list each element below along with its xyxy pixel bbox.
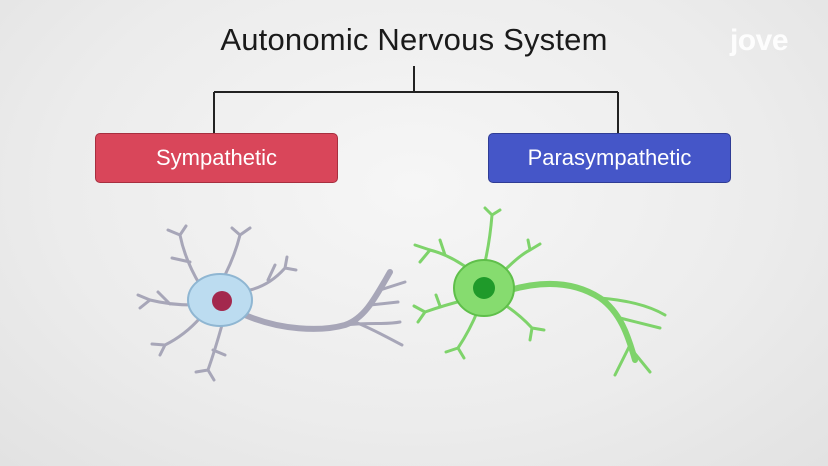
diagram-title: Autonomic Nervous System — [220, 22, 608, 57]
sympathetic-label: Sympathetic — [155, 145, 278, 170]
sympathetic-axon — [242, 269, 407, 347]
parasympathetic-dendrites — [412, 206, 546, 360]
parasympathetic-nucleus — [473, 277, 495, 299]
parasympathetic-neuron — [412, 206, 667, 377]
parasympathetic-axon — [507, 280, 667, 377]
sympathetic-nucleus — [212, 291, 232, 311]
parasympathetic-box: Parasympathetic — [488, 133, 731, 183]
sympathetic-box: Sympathetic — [95, 133, 338, 183]
jove-logo: jove — [729, 24, 789, 57]
parasympathetic-label: Parasympathetic — [527, 145, 692, 170]
sympathetic-neuron — [136, 224, 407, 382]
sympathetic-dendrites — [136, 224, 298, 382]
